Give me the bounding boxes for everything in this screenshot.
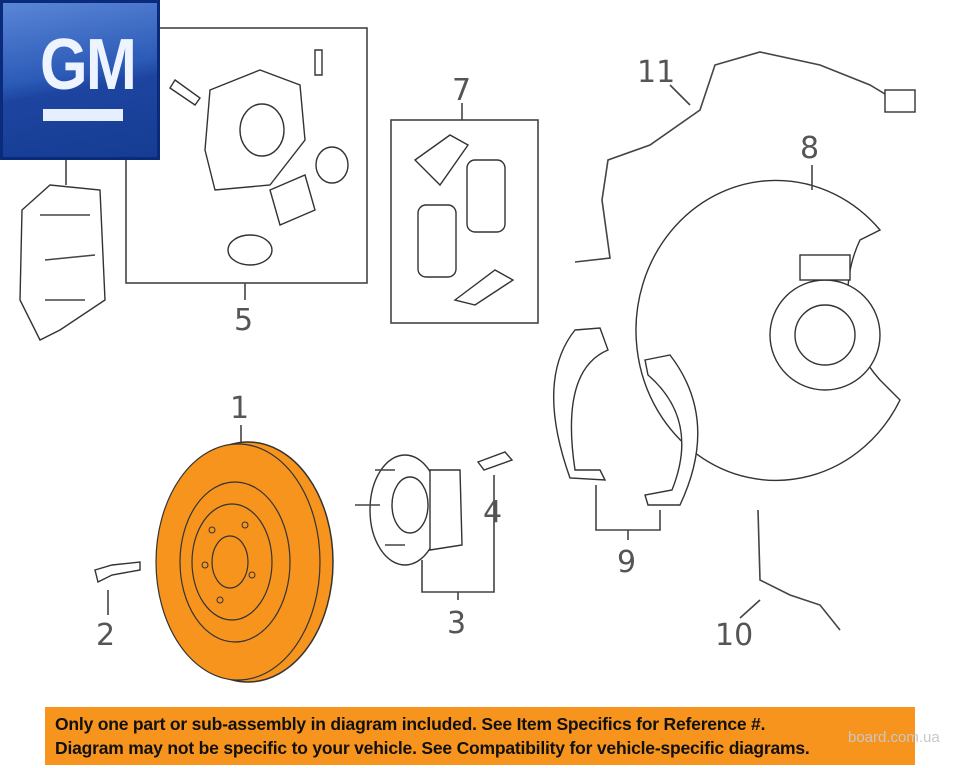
gm-logo-text: GM [40, 25, 137, 105]
brake-hose-part [757, 509, 841, 631]
caliper-part [169, 49, 349, 266]
abs-sensor-part [574, 51, 896, 263]
callout-3: 3 [447, 606, 466, 641]
brake-pad-kit-box [390, 119, 539, 324]
callout-11: 11 [637, 55, 675, 90]
callout-4: 4 [483, 495, 502, 530]
gm-logo-bar [43, 109, 123, 121]
parking-brake-shoes-part [552, 327, 699, 506]
callout-5: 5 [234, 303, 253, 338]
wheel-hub-part [355, 454, 463, 566]
callout-7: 7 [452, 73, 471, 108]
callout-9: 9 [617, 545, 636, 580]
callout-10: 10 [715, 618, 753, 653]
brake-pads-part [413, 134, 515, 306]
callout-8: 8 [800, 131, 819, 166]
rotor-screw-part [94, 561, 141, 584]
disclaimer-banner: Only one part or sub-assembly in diagram… [45, 707, 915, 765]
wheel-stud-part [476, 451, 514, 471]
backing-plate-part [635, 179, 901, 482]
watermark: board.com.ua [848, 729, 940, 746]
disclaimer-line-1: Only one part or sub-assembly in diagram… [55, 714, 766, 734]
brake-rotor-part [155, 441, 334, 683]
callout-1: 1 [230, 391, 249, 426]
caliper-bracket-part [19, 184, 106, 341]
callout-2: 2 [96, 618, 115, 653]
disclaimer-line-2: Diagram may not be specific to your vehi… [55, 738, 810, 758]
gm-logo: GM [0, 0, 160, 160]
